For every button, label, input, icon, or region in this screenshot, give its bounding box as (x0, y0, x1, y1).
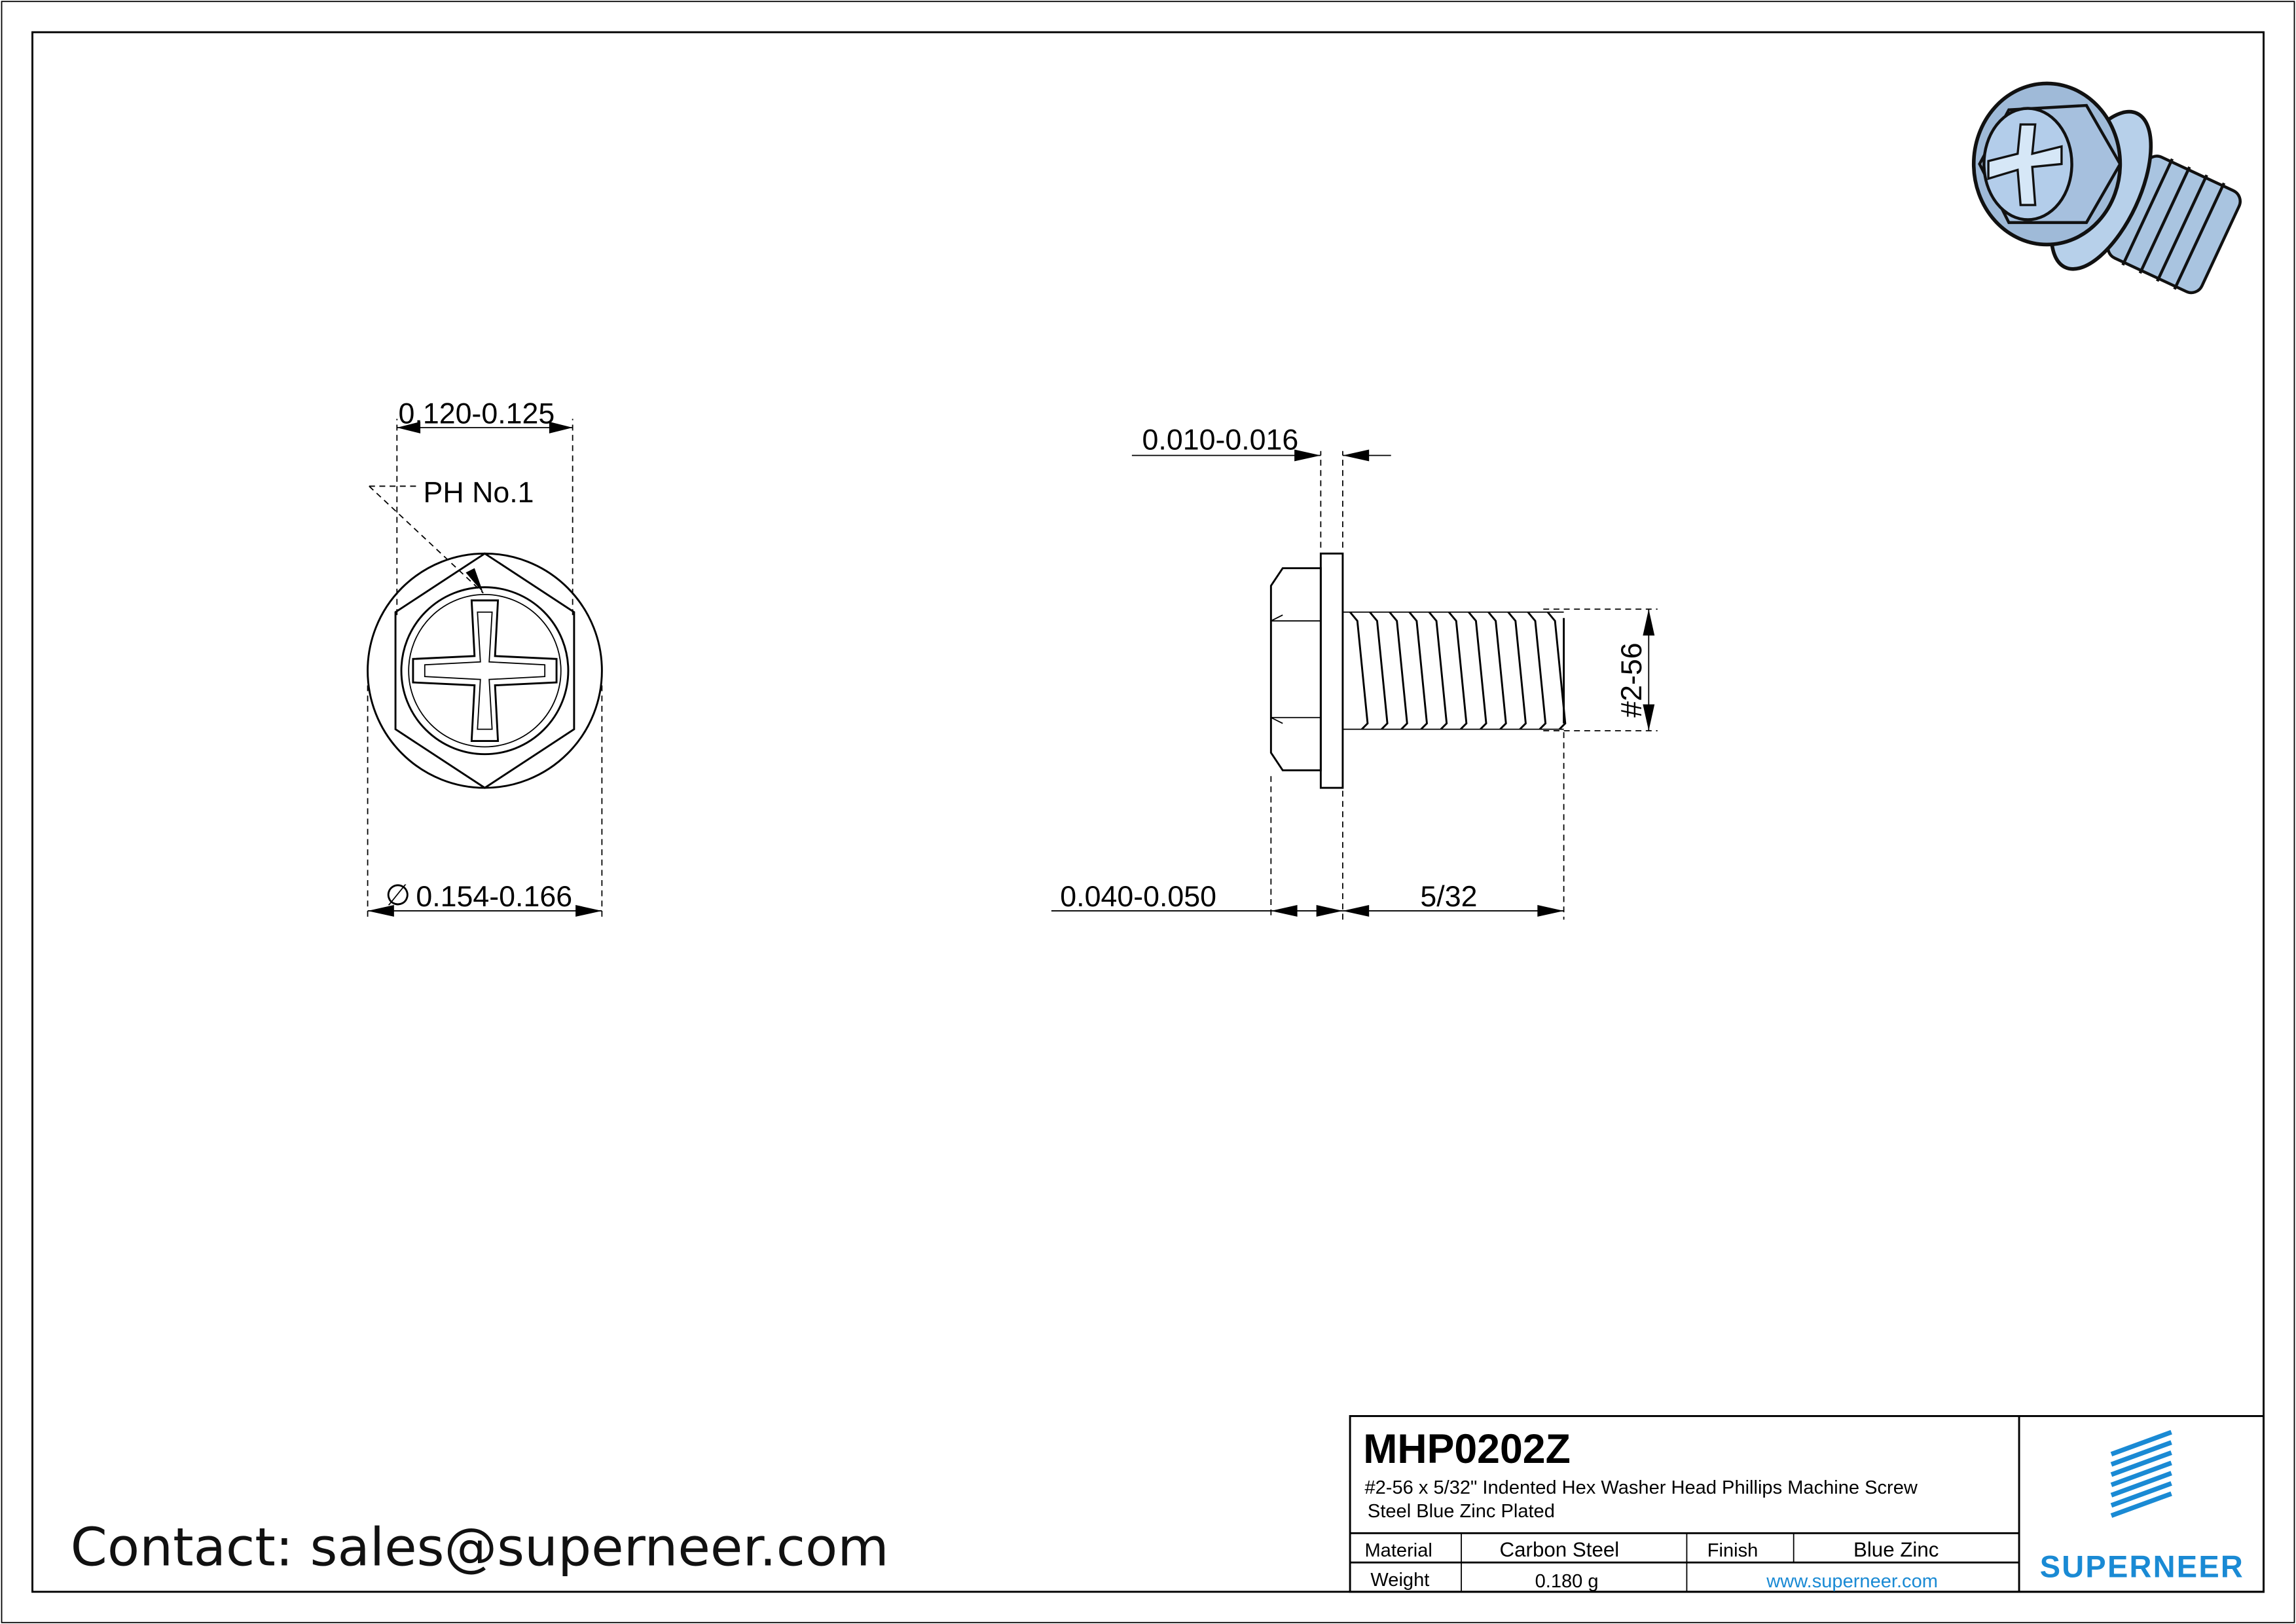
material-value: Carbon Steel (1500, 1538, 1620, 1561)
length-dimension: 5/32 (1420, 881, 1477, 913)
description-line1: #2-56 x 5/32" Indented Hex Washer Head P… (1364, 1477, 1918, 1498)
thread-dimension: #2-56 (1616, 642, 1648, 717)
thread-crest (1369, 611, 1389, 730)
thread-crest (1468, 611, 1487, 730)
thread-crest (1408, 611, 1429, 730)
drive-label: PH No.1 (424, 477, 534, 509)
diameter-symbol: ∅ (385, 879, 410, 912)
weight-value: 0.180 g (1535, 1571, 1599, 1592)
finish-value: Blue Zinc (1853, 1538, 1939, 1561)
screw-3d-render (1971, 81, 2242, 295)
front-view: 0.120-0.125 PH No.1 ∅ 0.154-0.166 (367, 397, 603, 920)
part-number: MHP0202Z (1363, 1426, 1571, 1472)
top-dimension: 0.120-0.125 (399, 397, 555, 430)
description-line2: Steel Blue Zinc Plated (1368, 1501, 1555, 1522)
thread-crest (1389, 611, 1408, 730)
superneer-logo-icon (2110, 1430, 2172, 1518)
finish-label: Finish (1707, 1540, 1758, 1561)
head-height-dimension: 0.040-0.050 (1060, 881, 1216, 913)
thread-crest (1546, 611, 1567, 730)
inner-border (31, 31, 2265, 1593)
thread-crest (1487, 611, 1507, 730)
thread-crest (1448, 611, 1468, 730)
weight-label: Weight (1370, 1570, 1429, 1591)
side-view: 0.010-0.016 0.040-0.050 5/32 #2-56 (1051, 424, 1658, 920)
material-label: Material (1364, 1540, 1432, 1561)
contact-email: Contact: sales@superneer.com (71, 1517, 889, 1578)
brand-name: SUPERNEER (2040, 1549, 2244, 1583)
thread-crest (1349, 611, 1369, 730)
thread-crest (1507, 611, 1527, 730)
website-link[interactable]: www.superneer.com (1766, 1571, 1938, 1592)
thread-crest (1428, 611, 1448, 730)
thread-crest (1527, 611, 1547, 730)
washer-thickness-dimension: 0.010-0.016 (1142, 424, 1299, 456)
title-block: MHP0202Z #2-56 x 5/32" Indented Hex Wash… (1349, 1414, 2265, 1593)
bottom-dimension: 0.154-0.166 (416, 881, 572, 913)
